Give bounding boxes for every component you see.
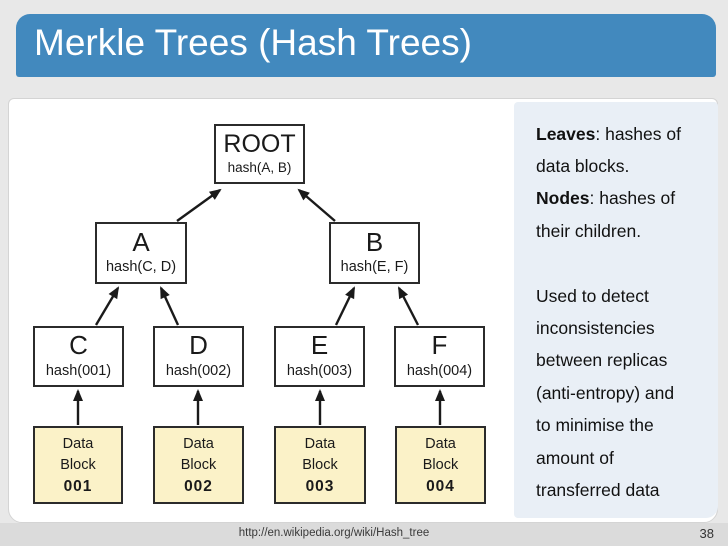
notes-line: inconsistencies	[536, 312, 718, 344]
notes-line-text: : hashes of	[589, 188, 676, 209]
data-block-004-id: 004	[426, 477, 455, 495]
notes-line-text: amount of	[536, 447, 614, 468]
node-a-hash: hash(C, D)	[105, 259, 177, 276]
notes-panel: Leaves: hashes of data blocks. Nodes: ha…	[514, 102, 718, 518]
page-number: 38	[699, 526, 714, 541]
notes-line-text: : hashes of	[595, 123, 681, 144]
data-block-003-line2: Block	[302, 456, 338, 473]
node-c-hash: hash(001)	[45, 362, 112, 379]
data-block-001-id: 001	[63, 477, 93, 495]
notes-line-text: Used to detect	[536, 285, 649, 306]
notes-line: Leaves: hashes of	[536, 118, 718, 150]
data-block-001-line1: Data	[62, 435, 94, 452]
notes-line: Nodes: hashes of	[536, 183, 718, 215]
data-block-001: Data Block 001	[33, 426, 123, 504]
notes-line: their children.	[536, 215, 718, 247]
notes-line: between replicas	[536, 345, 718, 377]
notes-line: Used to detect	[536, 280, 718, 312]
node-e-label: E	[310, 330, 329, 361]
node-c: C hash(001)	[33, 326, 124, 387]
notes-line-text: (anti-entropy) and	[536, 382, 675, 403]
footer-url: http://en.wikipedia.org/wiki/Hash_tree	[238, 527, 430, 539]
node-f-label: F	[431, 330, 448, 361]
node-f: F hash(004)	[394, 326, 485, 387]
notes-line-text: inconsistencies	[536, 318, 655, 339]
data-block-002-line2: Block	[180, 456, 217, 473]
node-e: E hash(003)	[274, 326, 365, 387]
node-root-label: ROOT	[223, 130, 296, 159]
node-b-hash: hash(E, F)	[340, 259, 409, 276]
node-d-label: D	[189, 330, 208, 361]
notes-line-bold: Leaves	[536, 123, 596, 144]
slide-title: Merkle Trees (Hash Trees)	[34, 22, 472, 63]
notes-line: (anti-entropy) and	[536, 377, 718, 409]
notes-line: data blocks.	[536, 150, 718, 182]
node-b: B hash(E, F)	[329, 222, 420, 284]
notes-line-text: their children.	[536, 220, 642, 241]
node-f-hash: hash(004)	[406, 362, 473, 379]
node-d-hash: hash(002)	[165, 362, 232, 379]
notes-line-text: between replicas	[536, 350, 668, 371]
node-d: D hash(002)	[153, 326, 244, 387]
title-bar: Merkle Trees (Hash Trees)	[16, 14, 716, 77]
notes-line-text: transferred data	[536, 479, 660, 500]
node-e-hash: hash(003)	[286, 362, 353, 379]
node-b-label: B	[365, 226, 384, 257]
node-a-label: A	[132, 226, 150, 257]
notes-line-text: data blocks.	[536, 156, 630, 177]
data-block-004-line1: Data	[425, 435, 456, 452]
data-block-003: Data Block 003	[274, 426, 366, 504]
footer: http://en.wikipedia.org/wiki/Hash_tree 3…	[0, 523, 728, 546]
notes-line	[536, 248, 718, 280]
data-block-003-id: 003	[305, 477, 335, 495]
notes-line: amount of	[536, 442, 718, 474]
notes-line-bold: Nodes	[536, 188, 590, 209]
node-root: ROOT hash(A, B)	[214, 124, 305, 184]
node-a: A hash(C, D)	[95, 222, 187, 284]
data-block-002-line1: Data	[183, 435, 214, 452]
data-block-002: Data Block 002	[153, 426, 244, 504]
data-block-004: Data Block 004	[395, 426, 486, 504]
data-block-003-line1: Data	[304, 435, 336, 452]
node-root-hash: hash(A, B)	[227, 160, 292, 176]
data-block-001-line2: Block	[60, 456, 96, 473]
data-block-002-id: 002	[184, 477, 213, 495]
data-block-004-line2: Block	[422, 456, 459, 473]
node-c-label: C	[69, 330, 88, 361]
notes-line-text: to minimise the	[536, 415, 654, 436]
notes-line: to minimise the	[536, 410, 718, 442]
notes-line: transferred data	[536, 474, 718, 506]
